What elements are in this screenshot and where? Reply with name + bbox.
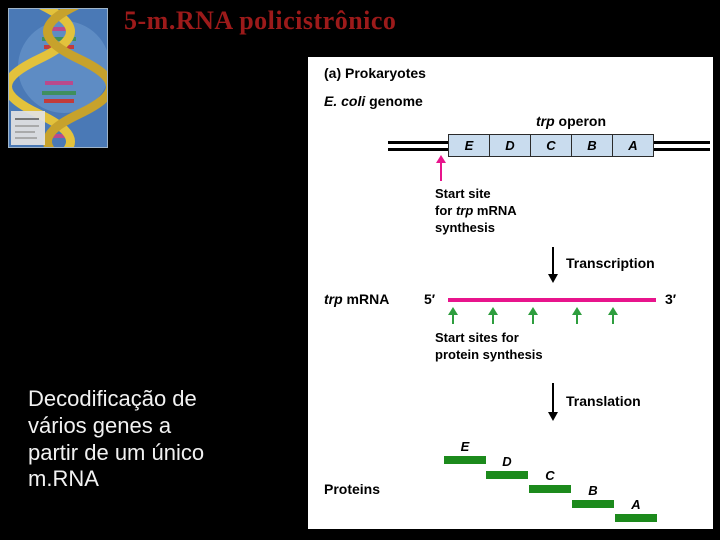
genome-label-rest: genome <box>365 93 423 109</box>
protein-bar <box>572 500 614 508</box>
start-site-arrow-icon <box>435 155 447 181</box>
protein-bar <box>529 485 571 493</box>
protein-letter: D <box>502 454 512 469</box>
mrna-line <box>448 298 656 302</box>
protein-band-c: C <box>529 468 571 493</box>
protein-start-arrow-icon <box>608 307 618 324</box>
protein-bar <box>615 514 657 522</box>
gene-label: A <box>628 138 638 153</box>
mrna-label: trp mRNA <box>324 291 389 307</box>
start-site-line3: synthesis <box>435 220 495 235</box>
protein-bar <box>486 471 528 479</box>
gene-label: C <box>546 138 556 153</box>
slide-title: 5-m.RNA policistrônico <box>124 6 397 35</box>
start-site-line2-post: mRNA <box>473 203 517 218</box>
start-sites-line2: protein synthesis <box>435 347 543 362</box>
gene-box-c: C <box>530 134 572 157</box>
gene-label: B <box>587 138 597 153</box>
operon-label: trp operon <box>536 113 606 129</box>
proteins-label: Proteins <box>324 481 381 497</box>
mrna-label-rest: mRNA <box>342 291 390 307</box>
start-site-line2-italic: trp <box>455 203 474 218</box>
protein-band-d: D <box>486 454 528 479</box>
five-prime-label: 5′ <box>424 291 436 307</box>
translation-arrow-icon <box>547 383 559 421</box>
start-site-line2-pre: for <box>435 203 456 218</box>
protein-start-arrow-icon <box>488 307 498 324</box>
transcription-label: Transcription <box>566 255 655 271</box>
protein-band-b: B <box>572 483 614 508</box>
operon-label-italic: trp <box>536 113 555 129</box>
protein-letter: A <box>631 497 641 512</box>
gene-box-a: A <box>612 134 654 157</box>
translation-label: Translation <box>566 393 641 409</box>
gene-box-d: D <box>489 134 531 157</box>
gene-box-b: B <box>571 134 613 157</box>
protein-bar <box>444 456 486 464</box>
genome-label: E. coli genome <box>324 93 423 109</box>
prokaryotes-heading: (a) Prokaryotes <box>324 65 426 81</box>
diagram-panel: (a) Prokaryotes E. coli genome trp opero… <box>308 57 713 529</box>
three-prime-label: 3′ <box>665 291 677 307</box>
protein-start-arrow-icon <box>528 307 538 324</box>
gene-boxes: E D C B A <box>448 134 654 157</box>
dna-helix-graphic <box>9 9 107 147</box>
protein-start-arrow-icon <box>448 307 458 324</box>
gene-label: D <box>505 138 515 153</box>
start-site-label: Start site for trp mRNA synthesis <box>435 185 517 236</box>
protein-band-a: A <box>615 497 657 522</box>
start-sites-label: Start sites for protein synthesis <box>435 329 543 363</box>
start-sites-line1: Start sites for <box>435 330 519 345</box>
dna-helix-image <box>8 8 108 148</box>
protein-start-arrow-icon <box>572 307 582 324</box>
gene-box-e: E <box>448 134 490 157</box>
transcription-arrow-icon <box>547 247 559 283</box>
protein-letter: E <box>460 439 470 454</box>
slide-caption: Decodificação de vários genes a partir d… <box>28 386 205 492</box>
start-site-line1: Start site <box>435 186 491 201</box>
protein-band-e: E <box>444 439 486 464</box>
protein-letter: C <box>545 468 555 483</box>
operon-label-rest: operon <box>554 113 607 129</box>
mrna-label-italic: trp <box>324 291 343 307</box>
gene-label: E <box>464 138 474 153</box>
protein-letter: B <box>588 483 598 498</box>
start-site-line2: for trp mRNA <box>435 202 517 219</box>
genome-label-italic: E. coli <box>324 93 366 109</box>
